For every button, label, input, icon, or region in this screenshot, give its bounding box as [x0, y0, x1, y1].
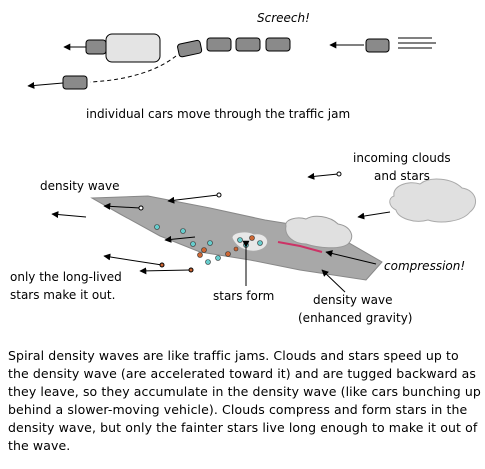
incoming-label-line1: incoming clouds	[353, 151, 451, 165]
star	[190, 241, 196, 247]
star	[215, 255, 221, 261]
long-lived-label-line2: stars make it out.	[10, 288, 115, 302]
incoming-star	[336, 171, 342, 177]
wave-star-arrow-2	[103, 202, 141, 210]
star	[257, 240, 263, 246]
car-queued-1	[206, 37, 232, 52]
star	[180, 228, 186, 234]
star-forming-cloud	[231, 231, 269, 252]
traffic-caption: individual cars move through the traffic…	[86, 107, 350, 121]
density-wave-label: density wave	[40, 179, 119, 193]
star	[237, 237, 243, 243]
density-wave-panel: incoming clouds and stars density wave c…	[10, 151, 477, 325]
velocity-arrows	[51, 171, 391, 293]
incoming-cloud-arrow	[357, 211, 391, 220]
star	[243, 242, 249, 248]
star	[233, 246, 239, 252]
compression-front	[277, 241, 323, 253]
gas-cloud-compressed	[285, 215, 353, 249]
exiting-star-3	[188, 267, 194, 273]
star	[201, 247, 207, 253]
compression-label: compression!	[384, 259, 465, 273]
star	[205, 259, 211, 265]
explanation-caption: Spiral density waves are like traffic ja…	[8, 348, 481, 453]
exiting-star-arrow-2	[103, 253, 163, 266]
star	[225, 251, 231, 257]
car-queued-3	[265, 37, 291, 52]
enhanced-gravity-label-line1: density wave	[313, 293, 392, 307]
star	[197, 252, 203, 258]
incoming-label-line2: and stars	[374, 169, 430, 183]
exiting-star-arrow-3	[139, 267, 191, 275]
star	[249, 235, 255, 241]
traffic-density-wave-diagram: Screech! individual cars move through th…	[10, 11, 477, 325]
density-wave-pointer	[321, 269, 346, 293]
incoming-car	[365, 38, 390, 53]
wave-star-arrow-1	[167, 194, 219, 204]
star	[207, 240, 213, 246]
exiting-star-arrow-1	[51, 211, 87, 219]
wave-star-2	[138, 205, 144, 211]
departing-car	[62, 75, 88, 90]
star	[154, 224, 160, 230]
departing-car-path	[89, 55, 177, 83]
enhanced-gravity-label-line2: (enhanced gravity)	[298, 311, 412, 325]
compression-pointer	[325, 250, 377, 265]
long-lived-label-line1: only the long-lived	[10, 270, 122, 284]
exiting-star-2	[159, 262, 165, 268]
traffic-jam-panel: Screech! individual cars move through th…	[27, 11, 436, 121]
leading-car	[85, 39, 107, 55]
slow-truck	[105, 33, 161, 63]
car-braking	[177, 39, 203, 58]
incoming-star-arrow	[307, 172, 339, 180]
incoming-cloud	[389, 178, 477, 223]
screech-label: Screech!	[257, 11, 310, 25]
car-queued-2	[235, 37, 261, 52]
stars-form-label: stars form	[213, 289, 274, 303]
wave-star-1	[216, 192, 222, 198]
wave-star-arrow-3	[164, 235, 196, 243]
departing-car-arrow	[27, 81, 64, 89]
